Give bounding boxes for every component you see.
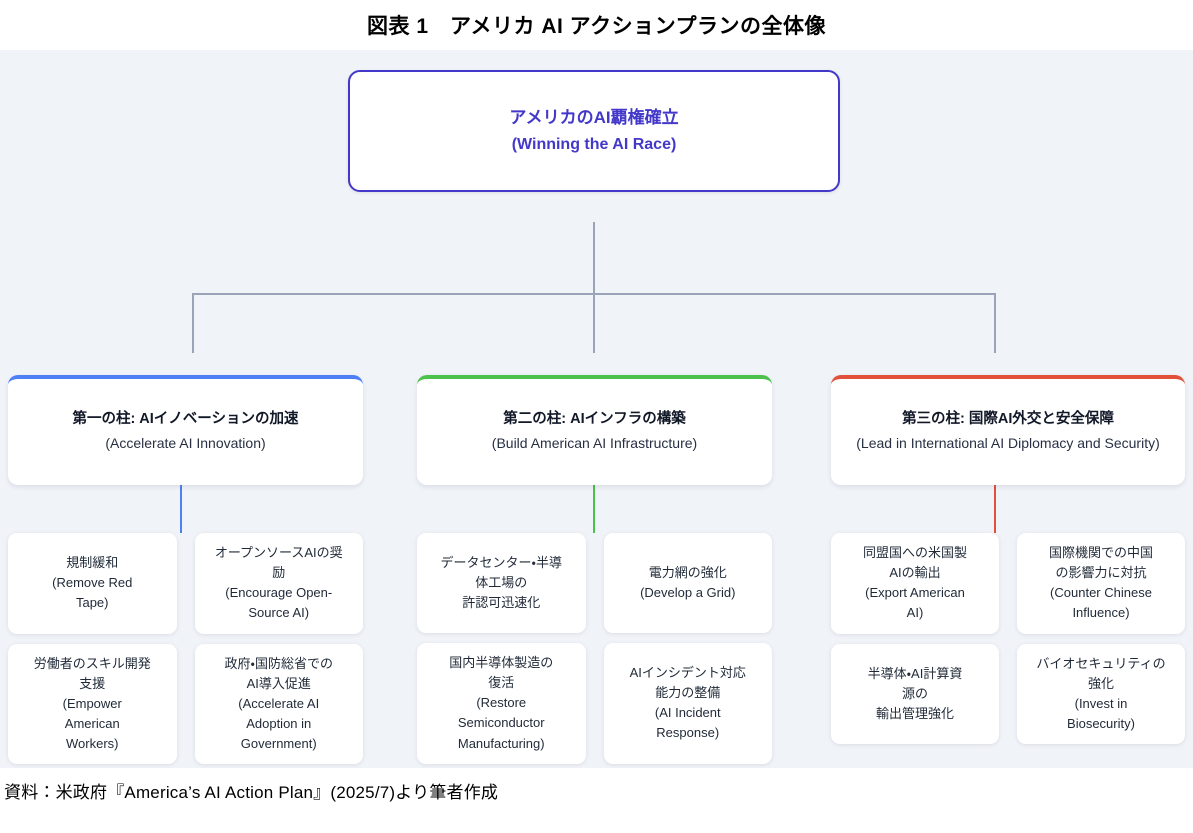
pillar-columns: 第一の柱: AIイノベーションの加速 (Accelerate AI Innova… — [0, 50, 1193, 768]
connector-drop-pillar-3 — [994, 293, 996, 353]
pillar-2-item-3[interactable]: 国内半導体製造の 復活 (Restore Semiconductor Manuf… — [417, 643, 586, 764]
pillar-2-items: データセンター・半導 体工場の 許認可迅速化 電力網の強化 (Develop a… — [417, 533, 772, 764]
pillar-1-item-1-label: 規制緩和 (Remove Red Tape) — [52, 555, 133, 611]
pillar-3-item-3[interactable]: 半導体・AI計算資 源の 輸出管理強化 — [831, 643, 999, 745]
pillar-2-item-3-label: 国内半導体製造の 復活 (Restore Semiconductor Manuf… — [449, 655, 554, 751]
pillar-1-item-2-label: オープンソースAIの奨 励 (Encourage Open- Source AI… — [214, 545, 343, 621]
pillar-2-item-1[interactable]: データセンター・半導 体工場の 許認可迅速化 — [417, 533, 586, 633]
root-node-label-jp: アメリカのAI覇権確立 — [509, 108, 679, 128]
pillar-1-items: 規制緩和 (Remove Red Tape) オープンソースAIの奨 励 (En… — [8, 533, 363, 765]
pillar-1-item-4[interactable]: 政府・国防総省での AI導入促進 (Accelerate AI Adoption… — [194, 643, 363, 765]
pillar-card-1[interactable]: 第一の柱: AIイノベーションの加速 (Accelerate AI Innova… — [8, 375, 363, 485]
pillar-3-item-2[interactable]: 国際機関での中国 の影響力に対抗 (Counter Chinese Influe… — [1017, 533, 1185, 634]
pillar-1-item-1[interactable]: 規制緩和 (Remove Red Tape) — [8, 533, 177, 634]
pillar-2-item-2[interactable]: 電力網の強化 (Develop a Grid) — [603, 533, 772, 633]
pillar-card-2[interactable]: 第二の柱: AIインフラの構築 (Build American AI Infra… — [417, 375, 772, 485]
root-node-winning-the-ai-race: アメリカのAI覇権確立 (Winning the AI Race) — [348, 70, 840, 192]
connector-pillar-1-to-items — [180, 485, 182, 533]
connector-pillar-2-to-items — [593, 485, 595, 533]
pillar-2-label-en: (Build American AI Infrastructure) — [491, 435, 698, 452]
pillar-3-label-en: (Lead in International AI Diplomacy and … — [856, 435, 1160, 452]
diagram-canvas: アメリカのAI覇権確立 (Winning the AI Race) 第一の柱: … — [0, 50, 1193, 768]
pillar-3-item-3-label: 半導体・AI計算資 源の 輸出管理強化 — [867, 665, 963, 721]
pillar-3-item-1-label: 同盟国への米国製 AIの輸出 (Export American AI) — [862, 545, 967, 621]
pillar-2-item-4[interactable]: AIインシデント対応 能力の整備 (AI Incident Response) — [603, 643, 772, 764]
connector-drop-pillar-1 — [192, 293, 194, 353]
pillar-1-label-en: (Accelerate AI Innovation) — [105, 435, 266, 452]
pillar-2-item-4-label: AIインシデント対応 能力の整備 (AI Incident Response) — [629, 665, 746, 741]
root-node-label-en: (Winning the AI Race) — [511, 135, 677, 153]
pillar-column-3: 第三の柱: 国際AI外交と安全保障 (Lead in International… — [831, 375, 1185, 745]
pillar-2-item-1-label: データセンター・半導 体工場の 許認可迅速化 — [440, 554, 562, 611]
source-note: 資料：米政府『America’s AI Action Plan』(2025/7)… — [4, 783, 499, 802]
pillar-card-3[interactable]: 第三の柱: 国際AI外交と安全保障 (Lead in International… — [831, 375, 1185, 485]
pillar-3-item-4-label: バイオセキュリティの 強化 (Invest in Biosecurity) — [1036, 655, 1166, 731]
pillar-1-item-2[interactable]: オープンソースAIの奨 励 (Encourage Open- Source AI… — [194, 533, 363, 634]
connector-root-stem — [593, 222, 595, 293]
pillar-3-item-1[interactable]: 同盟国への米国製 AIの輸出 (Export American AI) — [831, 533, 999, 634]
figure-title: 図表 1 アメリカ AI アクションプランの全体像 — [367, 15, 826, 38]
connector-drop-pillar-2 — [593, 293, 595, 353]
pillar-3-item-4[interactable]: バイオセキュリティの 強化 (Invest in Biosecurity) — [1017, 643, 1185, 745]
pillar-3-label-jp: 第三の柱: 国際AI外交と安全保障 — [902, 410, 1114, 427]
pillar-1-label-jp: 第一の柱: AIイノベーションの加速 — [72, 410, 299, 427]
pillar-1-item-3-label: 労働者のスキル開発 支援 (Empower American Workers) — [33, 655, 151, 752]
pillar-1-item-4-label: 政府・国防総省での AI導入促進 (Accelerate AI Adoption… — [224, 655, 333, 752]
pillar-3-items: 同盟国への米国製 AIの輸出 (Export American AI) 国際機関… — [831, 533, 1185, 745]
pillar-2-item-2-label: 電力網の強化 (Develop a Grid) — [640, 564, 736, 600]
pillar-1-item-3[interactable]: 労働者のスキル開発 支援 (Empower American Workers) — [8, 643, 177, 765]
pillar-3-item-2-label: 国際機関での中国 の影響力に対抗 (Counter Chinese Influe… — [1048, 545, 1153, 621]
pillar-column-2: 第二の柱: AIインフラの構築 (Build American AI Infra… — [417, 375, 772, 764]
connector-pillar-3-to-items — [994, 485, 996, 533]
pillar-column-1: 第一の柱: AIイノベーションの加速 (Accelerate AI Innova… — [8, 375, 363, 765]
pillar-2-label-jp: 第二の柱: AIインフラの構築 — [503, 410, 686, 427]
